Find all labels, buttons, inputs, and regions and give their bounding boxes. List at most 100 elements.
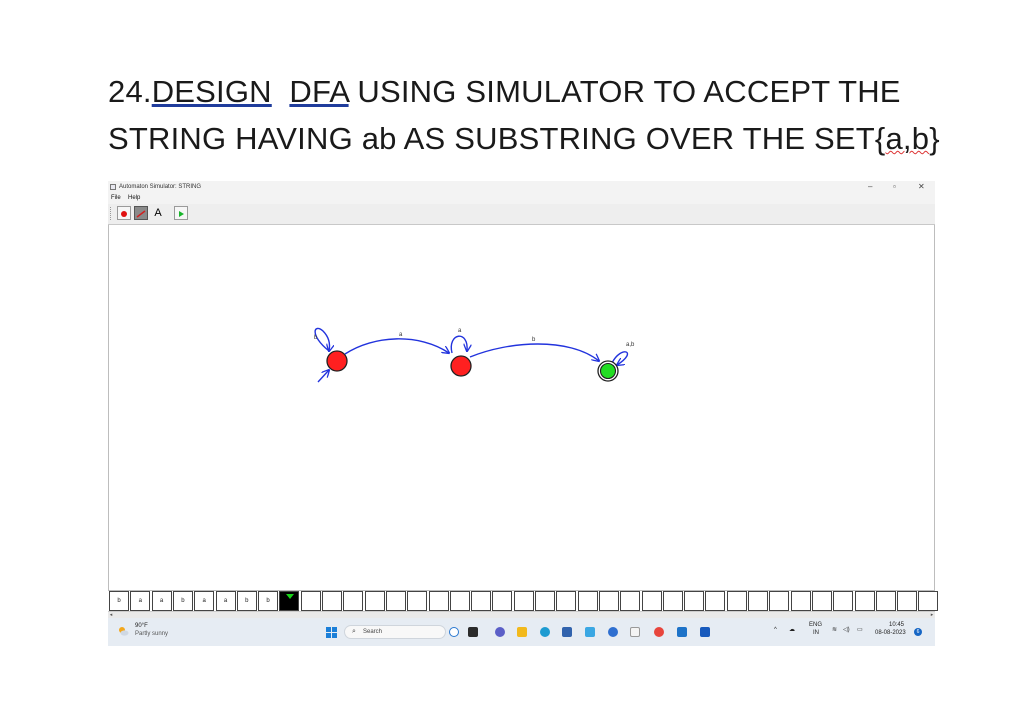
clock-date[interactable]: 08-08-2023 <box>875 630 906 636</box>
edge-q0-q1 <box>344 338 449 355</box>
tape-cell[interactable] <box>875 591 896 611</box>
tape-cell[interactable] <box>833 591 854 611</box>
slide-heading-line1: 24.DESIGN DFA USING SIMULATOR TO ACCEPT … <box>108 74 901 110</box>
tape-cell[interactable]: b <box>258 591 279 611</box>
tape-cell[interactable] <box>811 591 832 611</box>
tape-cell[interactable] <box>854 591 875 611</box>
minimize-button[interactable]: – <box>868 182 873 191</box>
tape-cell[interactable] <box>620 591 641 611</box>
tape-cell[interactable] <box>407 591 428 611</box>
file-explorer-icon[interactable] <box>517 627 527 637</box>
search-icon: ⌕ <box>352 628 356 635</box>
word-icon[interactable] <box>700 627 710 637</box>
tape-cell[interactable] <box>364 591 385 611</box>
automaton-canvas[interactable]: b a a b a,b <box>108 225 935 591</box>
taskbar-search[interactable]: ⌕ Search <box>344 625 446 639</box>
weather-partly-sunny-icon[interactable] <box>118 626 129 637</box>
add-transition-button[interactable] <box>134 206 148 220</box>
tape-cell[interactable] <box>662 591 683 611</box>
store-icon[interactable] <box>562 627 572 637</box>
battery-icon[interactable]: ▭ <box>857 627 863 633</box>
state-q0[interactable] <box>326 350 348 372</box>
simulator-screenshot: Automaton Simulator: STRING – ▫ ✕ File H… <box>108 181 939 646</box>
tape-cell[interactable] <box>492 591 513 611</box>
scroll-left-icon[interactable]: ◂ <box>109 612 113 618</box>
tape-cell[interactable]: b <box>172 591 193 611</box>
tape-cell[interactable] <box>428 591 449 611</box>
tape-cell[interactable]: a <box>215 591 236 611</box>
window-title: Automaton Simulator: STRING <box>119 184 202 190</box>
tape-cell[interactable]: a <box>130 591 151 611</box>
state-q1[interactable] <box>450 355 472 377</box>
wifi-icon[interactable]: ≋ <box>832 627 838 633</box>
start-button-windows-icon[interactable] <box>326 627 337 638</box>
tape-cell[interactable] <box>769 591 790 611</box>
menu-help[interactable]: Help <box>128 195 141 201</box>
tape-cell[interactable] <box>449 591 470 611</box>
label-q0-loop: b <box>314 335 318 341</box>
tape-cell[interactable] <box>322 591 342 611</box>
toolbar: A <box>108 204 935 225</box>
tape-cell[interactable]: b <box>109 591 129 611</box>
tape-cell[interactable] <box>513 591 534 611</box>
search-placeholder: Search <box>363 629 383 635</box>
tape-cell[interactable] <box>577 591 598 611</box>
photos-icon[interactable] <box>677 627 687 637</box>
windows-taskbar: 90°F Partly sunny ⌕ Search ^ ☁ ENG IN ≋ … <box>108 618 935 646</box>
heading-number: 24. <box>108 74 152 109</box>
tray-chevron-up-icon[interactable]: ^ <box>774 627 777 633</box>
tape-cell[interactable] <box>726 591 747 611</box>
text-tool-button[interactable]: A <box>151 206 165 220</box>
loop-q0 <box>314 327 329 351</box>
chrome-icon[interactable] <box>654 627 664 637</box>
tape-cell[interactable] <box>684 591 705 611</box>
window-titlebar: Automaton Simulator: STRING – ▫ ✕ <box>108 181 935 194</box>
tape-cell[interactable] <box>641 591 662 611</box>
tape-cell[interactable] <box>343 591 364 611</box>
tape-cell[interactable]: a <box>194 591 215 611</box>
close-button[interactable]: ✕ <box>918 182 925 191</box>
tape-cell[interactable] <box>598 591 619 611</box>
state-circle-icon <box>121 211 127 217</box>
tape-cell[interactable]: b <box>236 591 257 611</box>
tray-cloud-icon[interactable]: ☁ <box>789 627 795 633</box>
tape-head-cell[interactable] <box>279 591 300 611</box>
clock-time[interactable]: 10:45 <box>889 622 905 628</box>
tape-cell[interactable] <box>556 591 577 611</box>
tray-language[interactable]: ENG <box>809 622 823 628</box>
weather-temperature[interactable]: 90°F <box>135 623 148 629</box>
run-button[interactable] <box>174 206 188 220</box>
tape-cell[interactable] <box>300 591 321 611</box>
tape-cell[interactable] <box>897 591 918 611</box>
automaton-diagram: b a a b a,b <box>314 327 635 383</box>
notification-badge[interactable]: 6 <box>914 628 922 636</box>
tape-cell[interactable] <box>705 591 726 611</box>
mail-icon[interactable] <box>585 627 595 637</box>
scroll-right-icon[interactable]: ▸ <box>930 612 934 618</box>
weather-condition[interactable]: Partly sunny <box>135 631 169 637</box>
menu-file[interactable]: File <box>111 195 121 201</box>
tape-cell[interactable] <box>918 591 939 611</box>
bing-icon[interactable] <box>449 627 459 637</box>
tape-cell[interactable] <box>385 591 406 611</box>
tape-cell[interactable] <box>535 591 555 611</box>
label-q1-loop: a <box>458 328 462 334</box>
edge-browser-icon[interactable] <box>540 627 550 637</box>
tape-cell[interactable] <box>471 591 492 611</box>
toolbar-grip[interactable] <box>110 207 113 220</box>
volume-icon[interactable]: ◁) <box>843 627 850 633</box>
horizontal-scrollbar[interactable]: ◂ ▸ <box>108 611 935 618</box>
tape-cell[interactable] <box>790 591 811 611</box>
tape-cell[interactable] <box>748 591 768 611</box>
teams-chat-icon[interactable] <box>495 627 505 637</box>
tray-region[interactable]: IN <box>813 630 819 636</box>
help-icon[interactable] <box>608 627 618 637</box>
loop-q1 <box>450 335 467 354</box>
task-view-icon[interactable] <box>468 627 478 637</box>
maximize-button[interactable]: ▫ <box>893 182 896 191</box>
state-q2[interactable] <box>599 362 617 380</box>
tape-cell[interactable]: a <box>151 591 172 611</box>
add-state-button[interactable] <box>117 206 131 220</box>
java-app-icon[interactable] <box>630 627 640 637</box>
